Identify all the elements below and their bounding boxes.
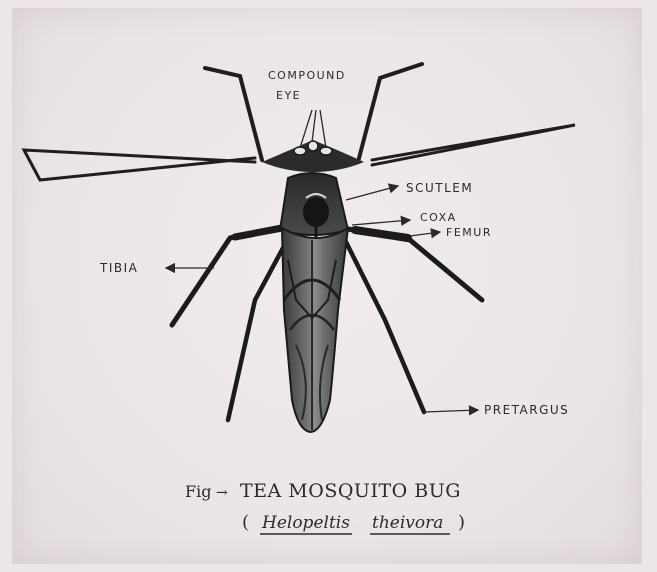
right-antenna: [372, 125, 575, 165]
scutellum-arrow: [346, 186, 398, 200]
head: [262, 140, 364, 172]
right-mid-leg: [345, 240, 424, 412]
scutellum-knob: [303, 197, 329, 227]
caption-species: theivora: [372, 513, 443, 533]
label-eye: EYE: [276, 89, 301, 102]
eye-pointer-right: [320, 110, 326, 148]
left-compound-eye: [294, 147, 306, 155]
label-coxa: COXA: [420, 211, 457, 224]
left-antenna: [24, 150, 255, 180]
ocellus: [308, 141, 318, 151]
caption-prefix: Fig: [185, 482, 211, 501]
label-pretarsus: PRETARGUS: [484, 403, 569, 417]
caption: Fig → TEA MOSQUITO BUG ( Helopeltis thei…: [185, 480, 465, 534]
coxa-arrow: [352, 220, 410, 225]
right-femur: [355, 230, 408, 238]
left-femur: [235, 228, 282, 237]
right-front-feeler: [358, 64, 422, 162]
svg-text:→: →: [216, 485, 228, 501]
caption-title: TEA MOSQUITO BUG: [240, 480, 461, 502]
label-femur: FEMUR: [446, 226, 492, 239]
label-tibia: TIBIA: [99, 261, 138, 275]
eye-pointer-mid: [312, 110, 316, 142]
body: [280, 173, 348, 432]
femur-arrow: [410, 232, 440, 236]
caption-close-paren: ): [458, 512, 465, 533]
right-compound-eye: [320, 147, 332, 155]
left-front-feeler: [205, 68, 262, 160]
label-scutellum: SCUTLEM: [406, 181, 473, 195]
left-front-leg: [172, 225, 292, 325]
wings: [282, 228, 348, 432]
pretarsus-arrow: [424, 410, 478, 412]
caption-open-paren: (: [242, 512, 249, 533]
caption-genus: Helopeltis: [261, 513, 350, 533]
label-compound: COMPOUND: [268, 69, 346, 82]
left-mid-leg: [228, 235, 290, 420]
